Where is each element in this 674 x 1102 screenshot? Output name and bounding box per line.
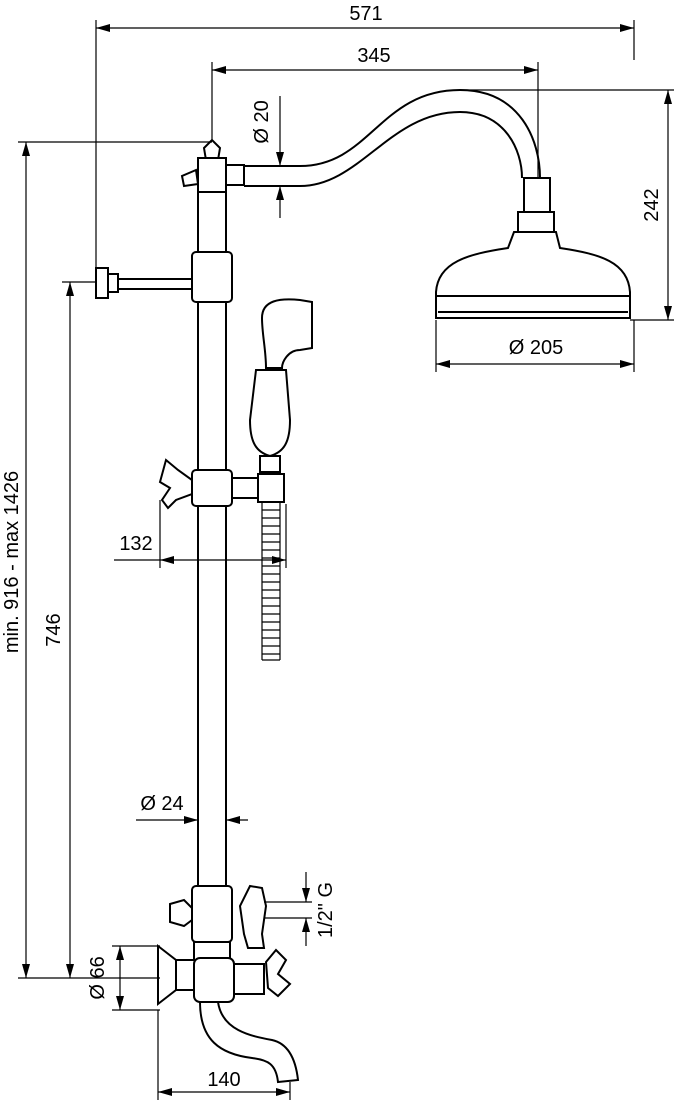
dim-arm-reach: 345 (357, 45, 390, 67)
dim-pipe-diameter: Ø 24 (140, 793, 183, 815)
shower-arm (244, 88, 541, 187)
hand-shower (248, 298, 313, 473)
shower-column-outline (95, 88, 631, 1084)
dimension-labels: 571 345 Ø 20 242 Ø 205 min. 916 - max 14… (1, 3, 663, 1091)
dim-height-range: min. 916 - max 1426 (1, 471, 23, 653)
dim-inlet-diameter: Ø 66 (87, 956, 109, 999)
dim-bracket-height: 746 (43, 613, 65, 646)
dim-handshower-offset: 132 (119, 533, 152, 555)
wall-bracket (95, 251, 233, 303)
mixer-body (157, 884, 300, 1084)
dim-total-width: 571 (349, 3, 382, 25)
dim-head-diameter: Ø 205 (509, 337, 563, 359)
arm-coupling (523, 177, 551, 213)
dim-head-height: 242 (641, 188, 663, 221)
dim-thread: 1/2" G (315, 882, 337, 938)
top-cross-handle (180, 138, 245, 193)
dim-spout-length: 140 (207, 1069, 240, 1091)
dimension-lines (18, 20, 674, 1100)
dim-arm-diameter: Ø 20 (251, 100, 273, 143)
shower-head (435, 231, 631, 319)
shower-hose (261, 502, 281, 661)
slide-holder (158, 458, 285, 510)
